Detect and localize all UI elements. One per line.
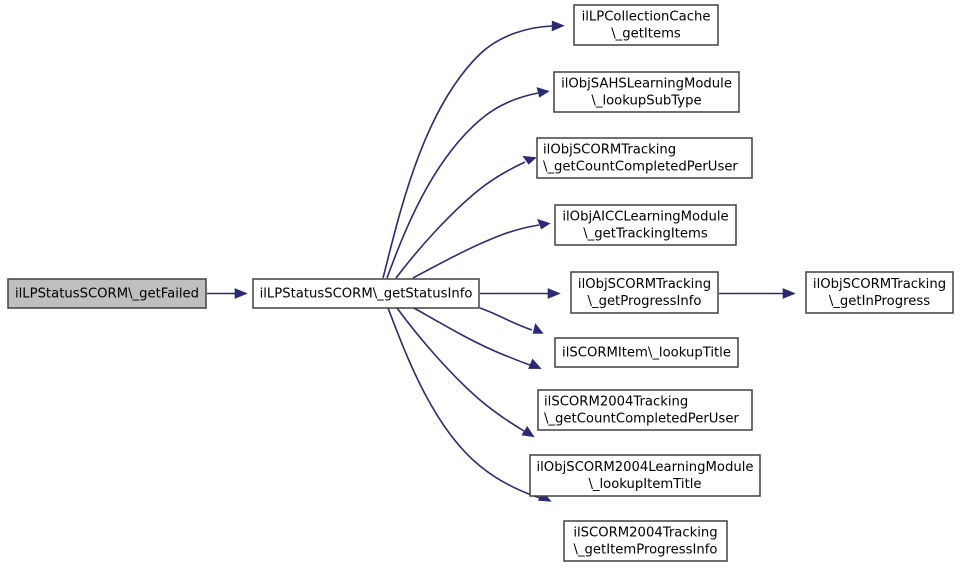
callee-scorm2004-tracking-get-item-progress-info-label-line-1: \_getItemProgressInfo [574, 543, 718, 558]
callee-scorm-tracking-get-count-completed-per-user-label-line-0: ilObjSCORMTracking [543, 143, 676, 158]
edge-hub-to-scorm-tracking-progress-arrowhead [547, 288, 561, 299]
callee-scorm2004-tracking-get-count-completed-per-user-box[interactable] [537, 389, 753, 431]
callee-scorm2004-learning-module-lookup-item-title[interactable]: ilObjSCORM2004LearningModule \_lookupItem… [529, 454, 761, 497]
callee-scorm-tracking-get-in-progress[interactable]: ilObjSCORMTracking \_getInProgress [805, 271, 954, 314]
callee-lp-collection-cache-get-items-label-line-1: \_getItems [611, 27, 681, 42]
edge-hub-to-scorm2004-learning-module-arrowhead [521, 426, 535, 438]
callee-scorm-tracking-get-progress-info-label-line-0: ilObjSCORMTracking [578, 277, 711, 292]
edge-hub-to-scorm2004-learning-module-line [396, 307, 525, 432]
callee-scorm2004-learning-module-lookup-item-title-label-line-1: \_lookupItemTitle [588, 477, 701, 492]
edge-hub-to-lp-collection-cache [382, 20, 565, 279]
callee-sahs-learning-module-lookup-subtype-label-line-0: ilObjSAHSLearningModule [561, 77, 732, 92]
callee-scorm-item-lookup-title-box[interactable] [554, 337, 739, 368]
edge-hub-to-lp-collection-cache-line [382, 25, 553, 279]
edge-hub-to-sahs-learning-module-line [386, 92, 539, 279]
callee-scorm2004-tracking-get-item-progress-info-label-line-0: ilSCORM2004Tracking [573, 526, 717, 541]
callee-aicc-learning-module-get-tracking-items[interactable]: ilObjAICCLearningModule \_getTrackingItem… [554, 204, 737, 246]
callee-sahs-learning-module-lookup-subtype-label-line-1: \_lookupSubType [591, 94, 701, 109]
edge-hub-to-scorm-tracking-count-arrowhead [522, 155, 537, 165]
edge-hub-to-scorm-tracking-count [395, 155, 537, 279]
edge-hub-to-scorm-tracking-count-line [395, 161, 526, 279]
callee-scorm2004-tracking-get-count-completed-per-user-label-line-0: ilSCORM2004Tracking [544, 395, 688, 410]
callee-scorm-item-lookup-title-label-line-0: ilSCORMItem\_lookupTitle [562, 346, 731, 361]
root-node-box[interactable] [7, 278, 207, 309]
callee-scorm-tracking-get-in-progress-box[interactable] [805, 271, 954, 314]
edge-hub-to-scorm-tracking-progress [480, 288, 561, 299]
callee-scorm2004-learning-module-lookup-item-title-label-line-0: ilObjSCORM2004LearningModule [536, 460, 753, 475]
edge-hub-to-sahs-learning-module [386, 87, 550, 279]
hub-node[interactable]: ilLPStatusSCORM\_getStatusInfo [252, 278, 480, 309]
callee-sahs-learning-module-lookup-subtype[interactable]: ilObjSAHSLearningModule \_lookupSubType [553, 71, 740, 113]
edge-hub-to-aicc-learning-module-line [412, 224, 540, 279]
callee-scorm2004-learning-module-lookup-item-title-box[interactable] [529, 454, 761, 497]
edge-layer [207, 20, 796, 502]
edge-hub-to-scorm-item-lookup-title-arrowhead [532, 323, 544, 334]
callee-scorm-tracking-get-in-progress-label-line-1: \_getInProgress [829, 294, 930, 309]
callee-scorm-tracking-get-count-completed-per-user-label-line-1: \_getCountCompletedPerUser [543, 160, 738, 175]
callee-aicc-learning-module-get-tracking-items-label-line-0: ilObjAICCLearningModule [562, 210, 728, 225]
edge-hub-to-aicc-learning-module-arrowhead [537, 218, 551, 230]
edge-progress-to-in-progress [719, 288, 796, 299]
edge-hub-to-scorm2004-tracking-item-progress-line [387, 307, 541, 499]
edge-hub-to-scorm-item-lookup-title-line [479, 307, 533, 331]
callee-scorm2004-tracking-get-item-progress-info-box[interactable] [563, 520, 728, 562]
callee-scorm-tracking-get-in-progress-label-line-0: ilObjSCORMTracking [813, 277, 946, 292]
callee-sahs-learning-module-lookup-subtype-box[interactable] [553, 71, 740, 113]
hub-node-box[interactable] [252, 278, 480, 309]
callee-aicc-learning-module-get-tracking-items-box[interactable] [554, 204, 737, 246]
callee-lp-collection-cache-get-items-label-line-0: ilLPCollectionCache [582, 10, 711, 25]
edge-root-to-hub [207, 288, 248, 299]
edge-hub-to-lp-collection-cache-arrowhead [551, 20, 565, 32]
edge-hub-to-scorm2004-tracking-count-line [413, 307, 531, 366]
root-node-label-line-0: ilLPStatusSCORM\_getFailed [15, 287, 199, 302]
callee-scorm2004-tracking-get-count-completed-per-user-label-line-1: \_getCountCompletedPerUser [544, 412, 739, 427]
callee-scorm-tracking-get-progress-info[interactable]: ilObjSCORMTracking \_getProgressInfo [570, 271, 719, 314]
node-layer: ilLPStatusSCORM\_getFailed ilLPStatusSCOR… [7, 4, 954, 562]
callee-scorm-tracking-get-progress-info-label-line-1: \_getProgressInfo [588, 294, 702, 309]
edge-root-to-hub-arrowhead [234, 288, 248, 299]
edge-hub-to-scorm2004-tracking-count [413, 307, 542, 369]
callee-aicc-learning-module-get-tracking-items-label-line-1: \_getTrackingItems [583, 227, 708, 242]
edge-hub-to-scorm2004-tracking-item-progress [387, 307, 552, 502]
edge-progress-to-in-progress-arrowhead [782, 288, 796, 299]
edge-hub-to-sahs-learning-module-arrowhead [536, 87, 550, 98]
edge-hub-to-aicc-learning-module [412, 218, 551, 279]
callee-scorm-item-lookup-title[interactable]: ilSCORMItem\_lookupTitle [554, 337, 739, 368]
edge-hub-to-scorm-item-lookup-title [479, 307, 544, 334]
callee-scorm-tracking-get-count-completed-per-user[interactable]: ilObjSCORMTracking \_getCountCompletedPer… [536, 137, 753, 179]
root-node[interactable]: ilLPStatusSCORM\_getFailed [7, 278, 207, 309]
hub-node-label-line-0: ilLPStatusSCORM\_getStatusInfo [260, 287, 473, 302]
callee-lp-collection-cache-get-items[interactable]: ilLPCollectionCache \_getItems [573, 4, 719, 46]
callee-scorm-tracking-get-count-completed-per-user-box[interactable] [536, 137, 753, 179]
callee-scorm2004-tracking-get-count-completed-per-user[interactable]: ilSCORM2004Tracking \_getCountCompletedPe… [537, 389, 753, 431]
callee-lp-collection-cache-get-items-box[interactable] [573, 4, 719, 46]
edge-hub-to-scorm2004-learning-module [396, 307, 535, 438]
callee-scorm-tracking-get-progress-info-box[interactable] [570, 271, 719, 314]
callee-scorm2004-tracking-get-item-progress-info[interactable]: ilSCORM2004Tracking \_getItemProgressInfo [563, 520, 728, 562]
edge-hub-to-scorm2004-tracking-count-arrowhead [528, 358, 542, 369]
